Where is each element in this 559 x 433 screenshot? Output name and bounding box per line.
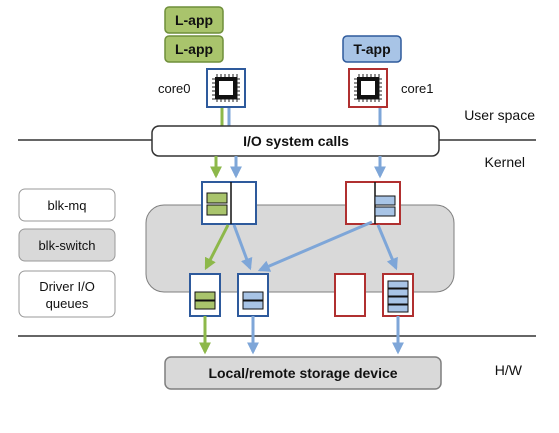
- l-app-top-box: L-app: [164, 6, 224, 34]
- legend-driver-queues-line1: Driver I/O: [39, 279, 95, 294]
- arrow-blkmq1-to-driver3: [376, 224, 398, 271]
- core0-label: core0: [158, 81, 191, 96]
- legend-driver-queues: Driver I/O queues: [18, 270, 116, 318]
- io-system-calls-label: I/O system calls: [243, 133, 349, 149]
- arrow-blkmq0-to-driver0: [204, 224, 230, 271]
- cpu-core1-icon: [348, 68, 388, 108]
- legend-blk-switch: blk-switch: [18, 228, 116, 262]
- io-system-calls-bar: I/O system calls: [151, 125, 440, 157]
- legend-blk-mq-label: blk-mq: [47, 198, 86, 213]
- driver-queue-1: [237, 273, 269, 317]
- driver-queue-2: [334, 273, 366, 317]
- legend-driver-queues-line2: queues: [46, 296, 89, 311]
- legend-blk-switch-label: blk-switch: [38, 238, 95, 253]
- blk-switch-region: [145, 204, 455, 293]
- t-app-box: T-app: [342, 35, 402, 63]
- l-app-bottom-label: L-app: [175, 41, 213, 57]
- kernel-label: Kernel: [485, 154, 525, 170]
- l-app-bottom-box: L-app: [164, 35, 224, 63]
- blk-mq-queue-core1: [345, 181, 401, 225]
- hw-label: H/W: [495, 362, 523, 378]
- driver-queue-0: [189, 273, 221, 317]
- core1-label: core1: [401, 81, 434, 96]
- l-app-top-label: L-app: [175, 12, 213, 28]
- cpu-core0-icon: [206, 68, 246, 108]
- user-space-label: User space: [464, 107, 535, 123]
- storage-device-box: Local/remote storage device: [164, 356, 442, 390]
- arrow-blkmq0-to-driver1: [232, 224, 253, 271]
- t-app-label: T-app: [353, 41, 390, 57]
- storage-device-label: Local/remote storage device: [208, 365, 397, 381]
- blk-mq-queue-core0: [201, 181, 257, 225]
- arrow-blkmq1-to-driver1: [257, 220, 373, 272]
- driver-queue-3: [382, 273, 414, 317]
- legend-blk-mq: blk-mq: [18, 188, 116, 222]
